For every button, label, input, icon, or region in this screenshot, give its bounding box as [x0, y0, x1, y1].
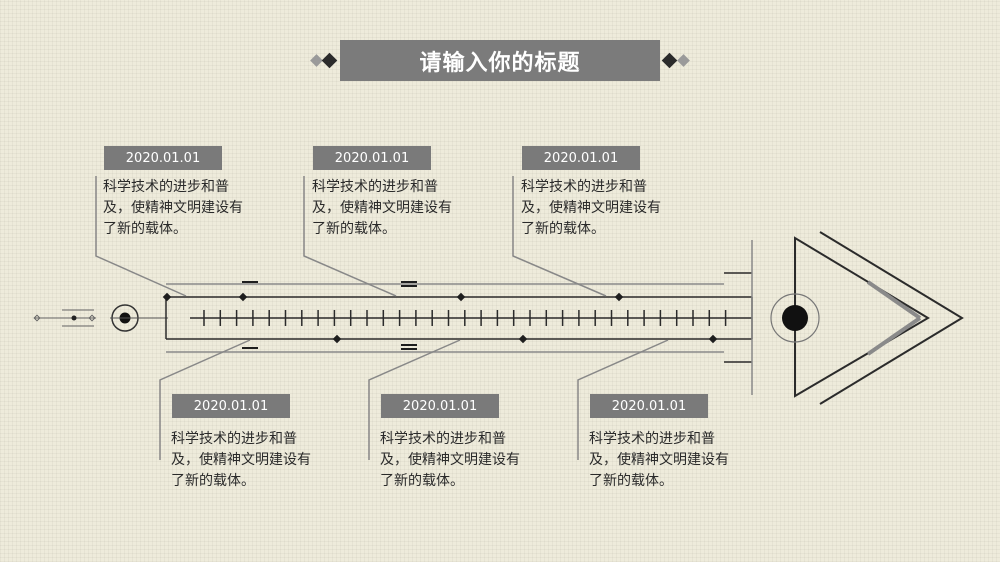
- event-date: 2020.01.01: [313, 146, 431, 170]
- event-description: 科学技术的进步和普及，使精神文明建设有了新的载体。: [521, 179, 661, 237]
- event-description: 科学技术的进步和普及，使精神文明建设有了新的载体。: [103, 179, 243, 237]
- fishbone-spine: [165, 240, 753, 395]
- event-description: 科学技术的进步和普及，使精神文明建设有了新的载体。: [589, 431, 729, 489]
- event-date: 2020.01.01: [172, 394, 290, 418]
- title-decoration-right: [661, 52, 690, 69]
- event-date: 2020.01.01: [522, 146, 640, 170]
- event-description: 科学技术的进步和普及，使精神文明建设有了新的载体。: [312, 179, 452, 237]
- event-description: 科学技术的进步和普及，使精神文明建设有了新的载体。: [171, 431, 311, 489]
- event-date: 2020.01.01: [104, 146, 222, 170]
- event-description: 科学技术的进步和普及，使精神文明建设有了新的载体。: [380, 431, 520, 489]
- branch-lines: [95, 176, 669, 460]
- title-decoration-left: [310, 52, 338, 69]
- spine-markers: [162, 281, 718, 350]
- event-date: 2020.01.01: [590, 394, 708, 418]
- fishbone-tail: [33, 304, 168, 332]
- fishbone-head: [770, 231, 964, 405]
- page-title: 请输入你的标题: [340, 40, 660, 81]
- event-date: 2020.01.01: [381, 394, 499, 418]
